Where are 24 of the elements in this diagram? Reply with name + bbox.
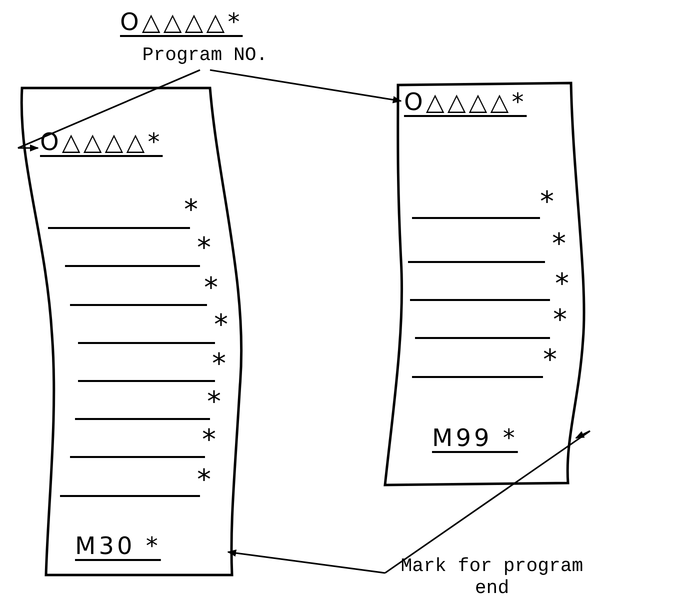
block-end-mark: * <box>540 188 554 216</box>
callout-text: Mark for program end <box>400 555 584 599</box>
block-end-mark: * <box>555 270 569 298</box>
block-end-mark: * <box>202 426 216 454</box>
leader-line <box>210 69 402 104</box>
block-end-mark: * <box>212 350 226 378</box>
callout-text: Program NO. <box>141 44 269 66</box>
block-end-mark: * <box>184 196 198 224</box>
block-end-mark: * <box>204 274 218 302</box>
leader-line <box>384 430 591 574</box>
block-end-mark: * <box>543 346 557 374</box>
block-end-mark: * <box>552 230 566 258</box>
block-end-mark: * <box>553 306 567 334</box>
block-end-mark: * <box>197 466 211 494</box>
format-heading: O△△△△* <box>120 8 243 36</box>
leader-line <box>17 69 200 152</box>
leader-line <box>227 550 386 574</box>
block-end-mark: * <box>197 234 211 262</box>
block-end-mark: * <box>214 311 228 339</box>
program-number-text: O△△△△* <box>40 128 163 156</box>
block-end-mark: * <box>207 388 221 416</box>
program-number-text: O△△△△* <box>404 88 527 116</box>
end-code-text: M99 * <box>432 424 518 452</box>
end-code-text: M30 * <box>75 532 161 560</box>
